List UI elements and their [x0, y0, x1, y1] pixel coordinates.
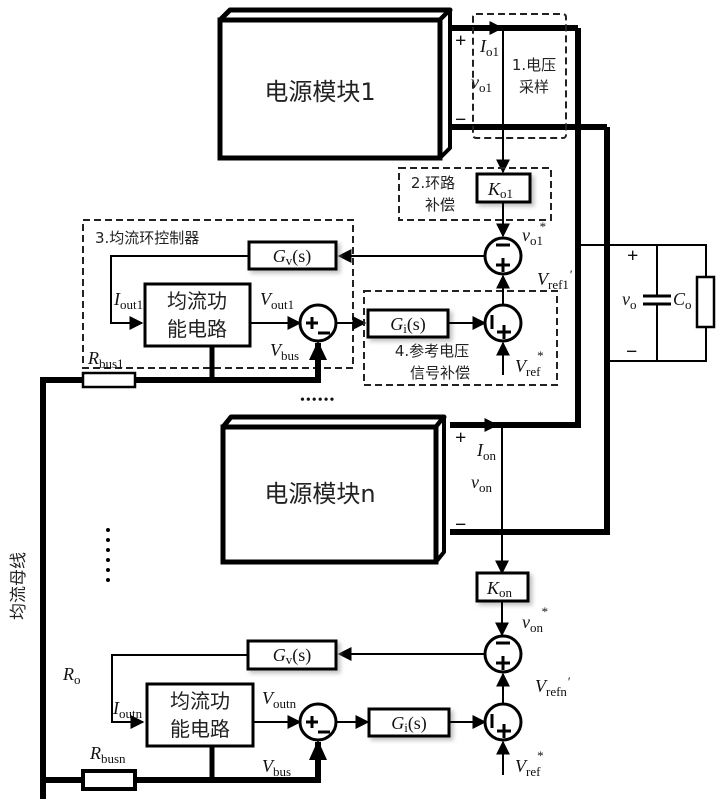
svg-text:能电路: 能电路 — [167, 317, 227, 341]
region-voltage-sampling — [472, 13, 567, 139]
resistor-rbusn — [81, 769, 137, 791]
svg-text:Gi(s): Gi(s) — [390, 314, 426, 336]
svg-text:Gv(s): Gv(s) — [273, 645, 312, 667]
signal-iout1: Iout1 — [113, 289, 143, 312]
vbus-arrow-1 — [309, 341, 327, 360]
svg-text:Gv(s): Gv(s) — [273, 246, 312, 268]
output-bottom-wire — [607, 327, 707, 362]
module-1-label: 电源模块1 — [264, 78, 375, 106]
region-1-label-2: 采样 — [519, 78, 549, 96]
module-1-minus: − — [455, 109, 466, 131]
gain-block-kon: Kon — [475, 571, 530, 603]
output-plus: + — [627, 245, 638, 267]
voltage-vo1: vo1 — [471, 72, 492, 95]
module-n-plus: + — [455, 427, 466, 449]
signal-vout1: Vout1 — [260, 289, 294, 312]
sum-junction-1a — [483, 236, 523, 276]
signal-voutn: Voutn — [262, 688, 297, 711]
sum-junction-nb — [298, 702, 338, 742]
signal-ro: Ro — [62, 664, 81, 687]
power-module-n: 电源模块n — [220, 414, 447, 565]
gain-block-ko1: Ko1 — [475, 172, 532, 204]
sum-junction-nc — [483, 702, 523, 742]
svg-text:均流功: 均流功 — [167, 289, 227, 313]
signal-rbus1: Rbus1 — [87, 348, 124, 371]
module-1-plus: + — [455, 30, 466, 52]
sum-junction-1c — [483, 303, 523, 343]
output-top-wire — [578, 244, 707, 277]
controller-block-gv-1: Gv(s) — [247, 240, 338, 271]
current-share-circuit-1: 均流功 能电路 — [143, 282, 252, 348]
region-loop-compensation — [398, 167, 552, 221]
sum-junction-na — [483, 634, 523, 674]
ellipsis-horizontal: •••••• — [300, 393, 335, 408]
svg-text:能电路: 能电路 — [170, 717, 230, 741]
module-n-label: 电源模块n — [264, 480, 375, 508]
output-minus: − — [626, 341, 637, 363]
signal-vo1-star: vo1* — [522, 219, 546, 248]
controller-block-gv-n: Gv(s) — [246, 639, 338, 671]
controller-block-gi-1: Gi(s) — [366, 308, 450, 339]
svg-text:Gi(s): Gi(s) — [391, 713, 427, 735]
signal-vref-star-1: Vref* — [515, 348, 543, 379]
region-2-label: 2.环路 — [411, 174, 455, 192]
module-n-minus: − — [455, 514, 466, 536]
region-2-label-2: 补偿 — [425, 196, 455, 214]
signal-vrefn-prime: Vrefn' — [535, 674, 570, 699]
gv-output-to-share-1 — [110, 255, 249, 330]
voltage-von: von — [471, 472, 493, 495]
share-bus-line-1 — [40, 343, 321, 799]
signal-vref1-prime: Vref1' — [537, 267, 572, 292]
signal-rbusn: Rbusn — [89, 743, 126, 766]
vbus-arrow-n — [309, 740, 327, 760]
svg-text:Ko1: Ko1 — [487, 179, 513, 201]
region-current-share-controller — [82, 219, 354, 369]
output-voltage-vo: vo — [622, 289, 637, 312]
current-ion: Ion — [476, 440, 497, 463]
signal-vref-star-n: Vref* — [515, 748, 543, 779]
ellipsis-vertical — [106, 528, 110, 582]
svg-text:均流功: 均流功 — [170, 689, 230, 713]
region-1-label: 1.电压 — [512, 56, 556, 74]
signal-vbus-n: Vbus — [262, 756, 291, 779]
gv-output-to-share-n — [111, 654, 248, 729]
current-io1: Io1 — [479, 36, 499, 59]
current-share-circuit-n: 均流功 能电路 — [145, 682, 255, 748]
resistor-rbus1 — [81, 371, 137, 389]
region-3-label: 3.均流环控制器 — [95, 229, 199, 247]
signal-vbus-1: Vbus — [270, 340, 299, 363]
region-4-label-2: 信号补偿 — [410, 364, 470, 382]
region-4-label: 4.参考电压 — [395, 342, 469, 360]
svg-text:Kon: Kon — [486, 578, 513, 600]
load-resistor — [695, 275, 716, 329]
output-capacitor-co: Co — [673, 289, 692, 312]
controller-block-gi-n: Gi(s) — [367, 707, 451, 738]
share-bus-label: 均流母线 — [9, 552, 29, 620]
signal-von-star: von* — [522, 604, 548, 635]
signal-ioutn: Ioutn — [112, 698, 143, 721]
sum-junction-1b — [298, 303, 338, 343]
power-module-1: 电源模块1 — [217, 7, 453, 161]
